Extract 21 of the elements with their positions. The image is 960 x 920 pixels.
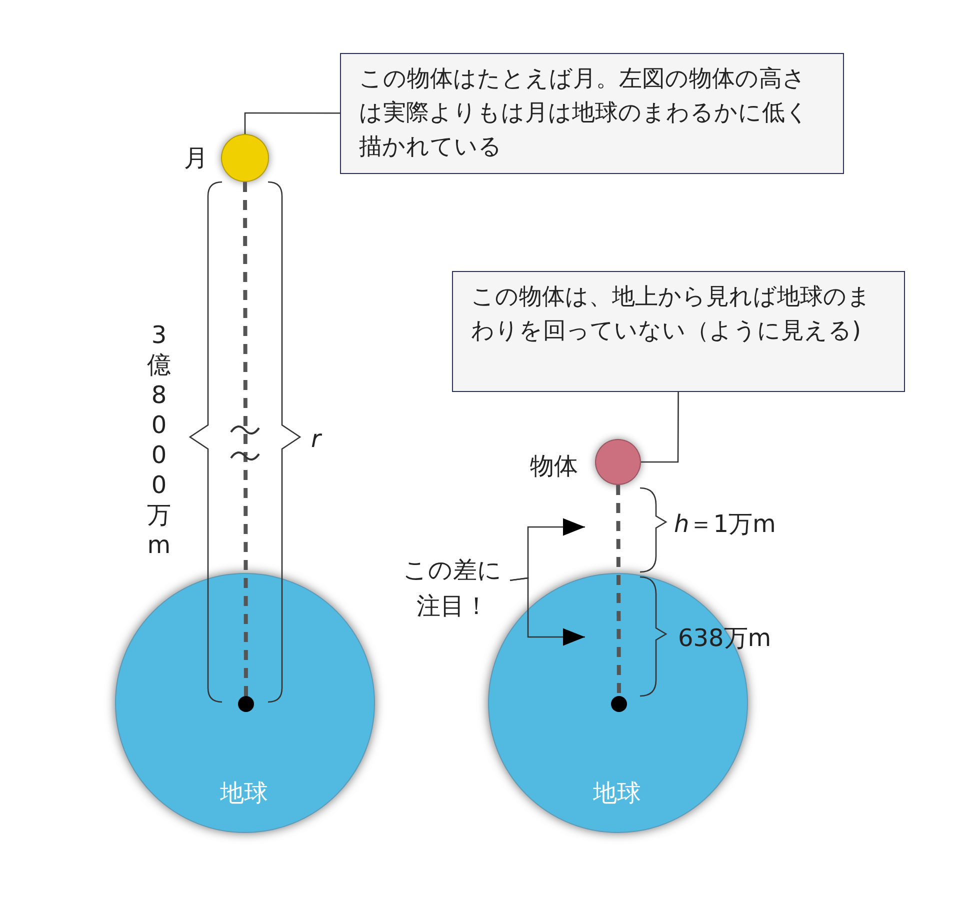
center-dot	[238, 696, 254, 712]
variable-label: r	[311, 425, 321, 453]
object-circle	[595, 439, 641, 485]
callout-box	[340, 53, 844, 174]
object-label: 物体	[530, 451, 578, 482]
callout-box	[452, 271, 905, 392]
annotation-text: この差に注目！	[395, 552, 510, 624]
earth-label: 地球	[593, 778, 641, 809]
leader-line	[641, 392, 679, 463]
dimension-label: h＝1万m	[674, 509, 776, 540]
arrow	[510, 577, 585, 646]
leader-line	[244, 112, 340, 134]
dimension-label: 3億8000万m	[146, 320, 172, 560]
callout-text: この物体はたとえば月。左図の物体の高さは実際よりもは月は地球のまわるかに低く描かれている	[359, 66, 809, 160]
moon-circle	[221, 134, 269, 182]
dashed-line	[243, 182, 248, 696]
center-dot	[611, 696, 627, 712]
object-label: 月	[184, 143, 208, 174]
earth-label: 地球	[220, 778, 268, 809]
callout-text: この物体は、地上から見れば地球のまわりを回っていない（ように見える)	[471, 284, 871, 344]
dashed-line	[616, 485, 621, 696]
